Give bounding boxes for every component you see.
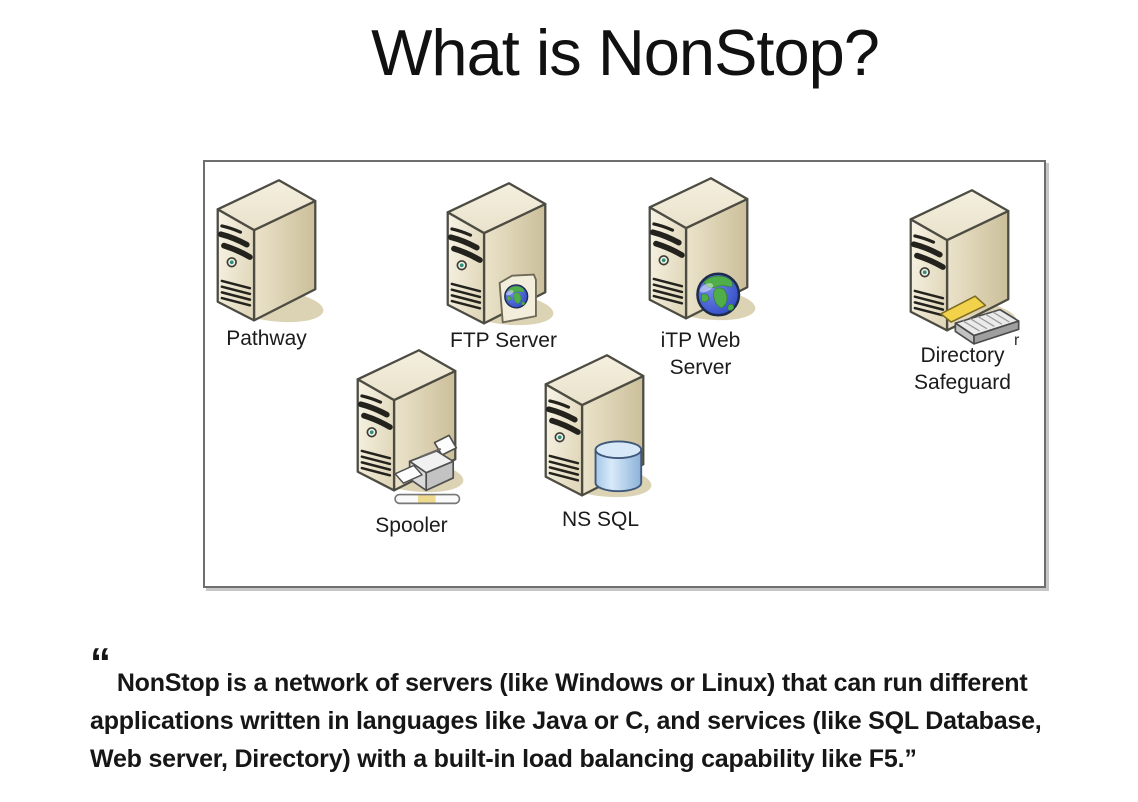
server-label: Spooler bbox=[375, 514, 448, 537]
server-label: Directory Safeguard bbox=[848, 342, 1078, 396]
tower-server-icon bbox=[892, 183, 1027, 345]
server-label: FTP Server bbox=[450, 329, 557, 352]
server-label: iTP Web Server bbox=[586, 327, 816, 381]
tower-server-icon bbox=[631, 171, 766, 335]
server-itp-web: iTP Web Server bbox=[631, 171, 766, 379]
open-quote-mark: “ bbox=[90, 639, 111, 686]
globe-icon bbox=[696, 272, 741, 317]
spool-roller-icon bbox=[394, 493, 461, 505]
page-title: What is NonStop? bbox=[371, 16, 880, 89]
server-ns-sql: NS SQL bbox=[527, 348, 662, 531]
stray-text-fragment: r bbox=[1014, 332, 1020, 349]
server-label-line1: iTP Web bbox=[660, 329, 741, 352]
tower-server-icon bbox=[429, 176, 564, 340]
server-label-line2: Safeguard bbox=[914, 371, 1011, 394]
database-icon bbox=[594, 440, 643, 493]
server-ftp: FTP Server bbox=[429, 176, 564, 352]
server-pathway: Pathway bbox=[199, 173, 334, 350]
server-spooler: Spooler bbox=[339, 343, 474, 537]
tower-server-icon bbox=[199, 173, 334, 337]
quote-line-2: applications written in languages like J… bbox=[90, 707, 1042, 735]
card-file-icon bbox=[940, 295, 1020, 345]
server-label-line2: Server bbox=[669, 356, 732, 379]
printer-icon bbox=[394, 434, 458, 492]
tower-server-icon bbox=[339, 343, 474, 505]
server-label-line1: Directory bbox=[920, 344, 1005, 367]
folder-globe-icon bbox=[498, 273, 537, 324]
server-label: NS SQL bbox=[561, 508, 640, 531]
quote-text-1: NonStop is a network of servers (like Wi… bbox=[116, 669, 1028, 697]
tower-server-icon bbox=[527, 348, 662, 512]
quote-block: “NonStop is a network of servers (like W… bbox=[90, 642, 1104, 778]
server-directory-safeguard: Directory Safeguard bbox=[892, 183, 1027, 394]
quote-line-3: Web server, Directory) with a built-in l… bbox=[90, 745, 917, 773]
quote-line-1: “NonStop is a network of servers (like W… bbox=[90, 642, 1104, 702]
server-label: Pathway bbox=[226, 327, 307, 350]
